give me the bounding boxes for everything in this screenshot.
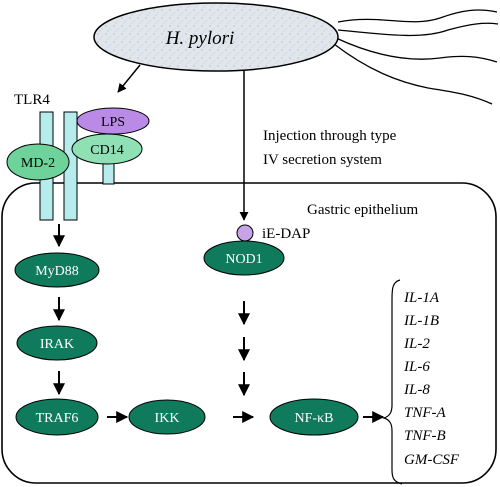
cytokine-item: TNF-B bbox=[404, 428, 446, 444]
nfkb-label: NF-κB bbox=[295, 411, 334, 426]
nod1-node bbox=[203, 240, 285, 276]
traf6-node bbox=[15, 398, 99, 436]
cytokine-brace bbox=[382, 279, 403, 485]
flagella bbox=[333, 9, 499, 105]
cytokine-item: IL-1A bbox=[403, 290, 440, 306]
nfkb-node bbox=[269, 398, 359, 436]
nod1-label: NOD1 bbox=[225, 252, 262, 267]
ikk-label: IKK bbox=[155, 411, 180, 426]
h-pylori-label: H. pylori bbox=[165, 28, 235, 49]
injection-text-line2: IV secretion system bbox=[263, 152, 382, 168]
h-pylori-bacterium: H. pylori bbox=[93, 2, 339, 72]
cytokine-item: IL-1B bbox=[403, 313, 439, 329]
tlr4-label: TLR4 bbox=[14, 92, 50, 108]
gastric-epithelium-cell bbox=[1, 182, 497, 484]
myd88-node bbox=[14, 252, 100, 288]
traf6-label: TRAF6 bbox=[36, 411, 79, 426]
md2-label: MD-2 bbox=[21, 156, 55, 171]
arrow-bacterium-to-lps bbox=[117, 64, 141, 93]
injection-text-line1: Injection through type bbox=[263, 128, 397, 144]
irak-label: IRAK bbox=[40, 337, 74, 352]
gastric-epithelium-label: Gastric epithelium bbox=[307, 202, 419, 218]
cytokine-item: IL-6 bbox=[403, 359, 430, 375]
cytokine-item: GM-CSF bbox=[404, 452, 460, 468]
myd88-label: MyD88 bbox=[35, 264, 79, 279]
md2-ellipse bbox=[6, 143, 70, 181]
cytokine-item: IL-8 bbox=[403, 382, 430, 398]
cytokine-item: IL-2 bbox=[403, 336, 430, 352]
ie-dap-label: iE-DAP bbox=[262, 226, 310, 242]
cytokine-list: IL-1A IL-1B IL-2 IL-6 IL-8 TNF-A TNF-B G… bbox=[403, 290, 460, 468]
ikk-node bbox=[128, 399, 206, 435]
irak-node bbox=[16, 325, 98, 361]
lps-ellipse bbox=[76, 107, 150, 135]
cd14-label: CD14 bbox=[90, 143, 123, 158]
cytokine-item: TNF-A bbox=[404, 405, 447, 421]
ie-dap-ball bbox=[236, 224, 254, 242]
lps-label: LPS bbox=[101, 115, 125, 130]
